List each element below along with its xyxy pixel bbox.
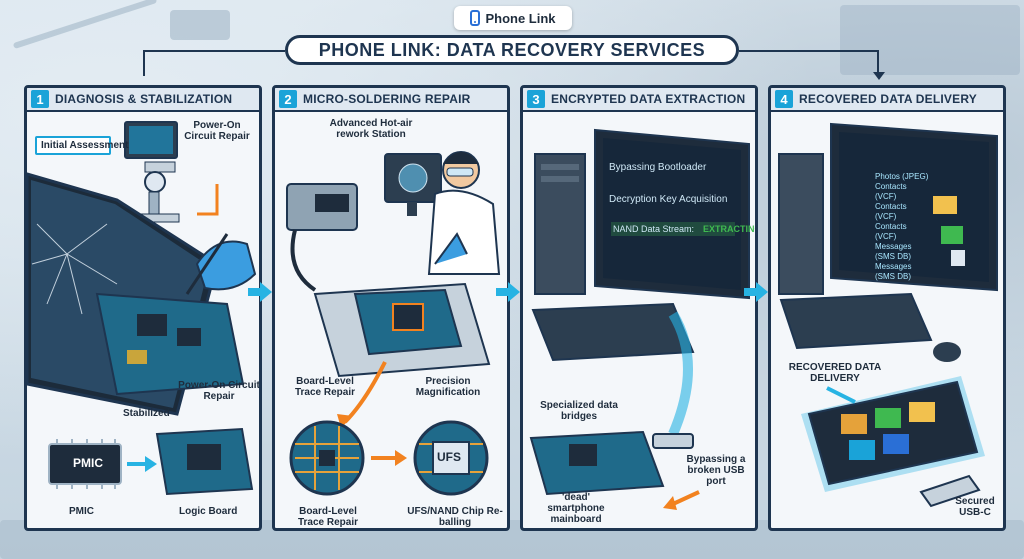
step-title-2: MICRO-SOLDERING REPAIR: [303, 92, 471, 106]
brand-logo: Phone Link: [454, 6, 572, 30]
file-item: Contacts (VCF): [875, 182, 907, 201]
chip-label-pmic: PMIC: [73, 456, 103, 470]
file-item: Photos (JPEG): [875, 172, 929, 181]
flow-arrow-down-icon: [873, 72, 885, 80]
step-number-2: 2: [279, 90, 297, 108]
diagnosis-illustration: [27, 121, 257, 496]
label-power-on-top: Power-On Circuit Repair: [184, 120, 250, 142]
label-recovered-delivery: RECOVERED DATA DELIVERY: [788, 362, 882, 384]
step-arrow-3-icon: [744, 282, 770, 302]
page-title: PHONE LINK: DATA RECOVERY SERVICES: [285, 35, 739, 65]
label-dead-mainboard: 'dead' smartphone mainboard: [547, 492, 605, 525]
file-item: Messages (SMS DB): [875, 262, 912, 281]
label-hot-air-station: Advanced Hot-air rework Station: [329, 118, 413, 140]
step-panel-4: 4 RECOVERED DATA DELIVERY: [768, 85, 1006, 531]
brand-name: Phone Link: [485, 10, 556, 26]
label-ufs-reballing: UFS/NAND Chip Re-balling: [407, 506, 503, 528]
label-stabilized: Stabilized: [123, 408, 170, 419]
label-logic-board: Logic Board: [179, 506, 238, 517]
step-number-3: 3: [527, 90, 545, 108]
step-arrow-1-icon: [248, 282, 274, 302]
chip-label-ufs: UFS: [437, 450, 461, 464]
label-power-on-bottom: Power-On Circuit Repair: [178, 380, 260, 402]
step-header-2: 2 MICRO-SOLDERING REPAIR: [275, 88, 507, 112]
label-data-bridges: Specialized data bridges: [540, 400, 618, 422]
label-precision-magnification: Precision Magnification: [415, 376, 481, 398]
extraction-illustration: [529, 128, 750, 510]
label-trace-repair-bottom: Board-Level Trace Repair: [297, 506, 359, 528]
label-secured-usb-c: Secured USB-C: [955, 496, 995, 518]
screen-line-bootloader: Bypassing Bootloader: [609, 162, 707, 173]
screen-status-extracting: EXTRACTING: [703, 224, 758, 234]
step-header-3: 3 ENCRYPTED DATA EXTRACTION: [523, 88, 755, 112]
step-number-4: 4: [775, 90, 793, 108]
file-item: Messages (SMS DB): [875, 242, 912, 261]
step-title-1: DIAGNOSIS & STABILIZATION: [55, 92, 233, 106]
label-bypassing-usb: Bypassing a broken USB port: [686, 454, 746, 487]
flow-connector-right: [739, 50, 879, 74]
step-header-4: 4 RECOVERED DATA DELIVERY: [771, 88, 1003, 112]
step-number-1: 1: [31, 90, 49, 108]
label-initial-assessment: Initial Assessment: [35, 136, 128, 155]
step-panel-2: 2 MICRO-SOLDERING REPAIR: [272, 85, 510, 531]
file-item: Contacts (VCF): [875, 222, 907, 241]
step-panel-3: 3 ENCRYPTED DATA EXTRACTION Bypassing Bo…: [520, 85, 758, 531]
step-panel-1: 1 DIAGNOSIS & STABILIZATION: [24, 85, 262, 531]
label-pmic: PMIC: [69, 506, 94, 517]
delivery-illustration: [778, 122, 998, 508]
step-title-4: RECOVERED DATA DELIVERY: [799, 92, 977, 106]
flow-connector-left: [143, 50, 285, 76]
step-title-3: ENCRYPTED DATA EXTRACTION: [551, 92, 746, 106]
file-list: Photos (JPEG) Contacts (VCF) Contacts (V…: [875, 172, 929, 282]
label-trace-repair-top: Board-Level Trace Repair: [294, 376, 356, 398]
screen-line-nand: NAND Data Stream:: [613, 224, 695, 234]
step-header-1: 1 DIAGNOSIS & STABILIZATION: [27, 88, 259, 112]
soldering-illustration: [286, 151, 501, 496]
step-arrow-2-icon: [496, 282, 522, 302]
file-item: Contacts (VCF): [875, 202, 907, 221]
phone-icon: [470, 10, 481, 26]
screen-line-decryption: Decryption Key Acquisition: [609, 194, 728, 205]
